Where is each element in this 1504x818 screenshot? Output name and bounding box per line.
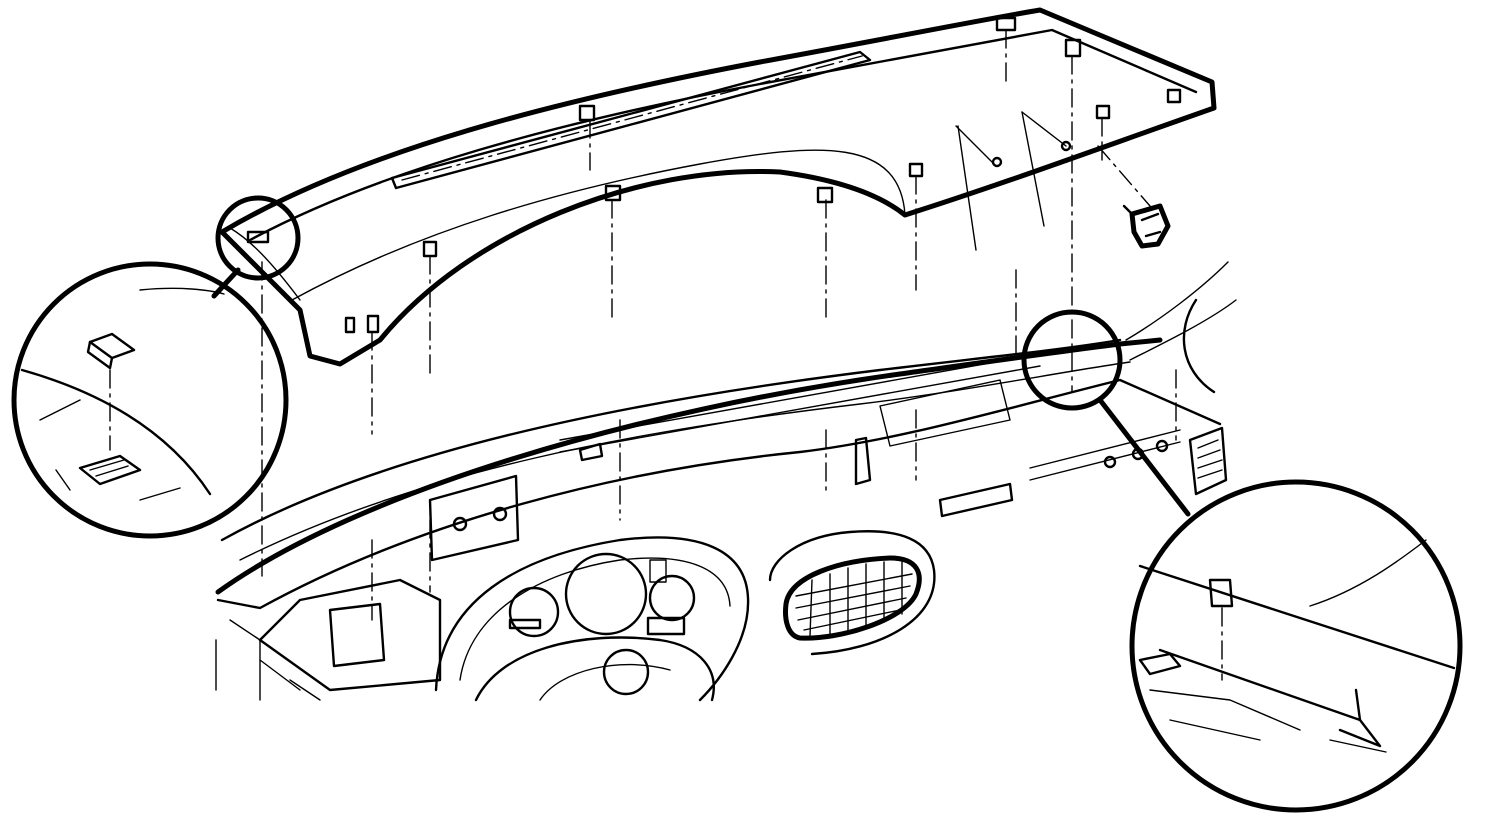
steering-wheel — [474, 636, 715, 702]
assembly-guide-lines — [261, 29, 1177, 621]
lower-left-structure — [215, 578, 442, 701]
fastener-screw — [1122, 203, 1171, 249]
left-clip-detail-callout — [11, 195, 301, 539]
center-air-vent — [768, 530, 936, 656]
instrument-cluster — [434, 536, 750, 702]
right-clip-detail-callout — [1021, 309, 1463, 813]
instrument-panel — [215, 261, 1237, 610]
